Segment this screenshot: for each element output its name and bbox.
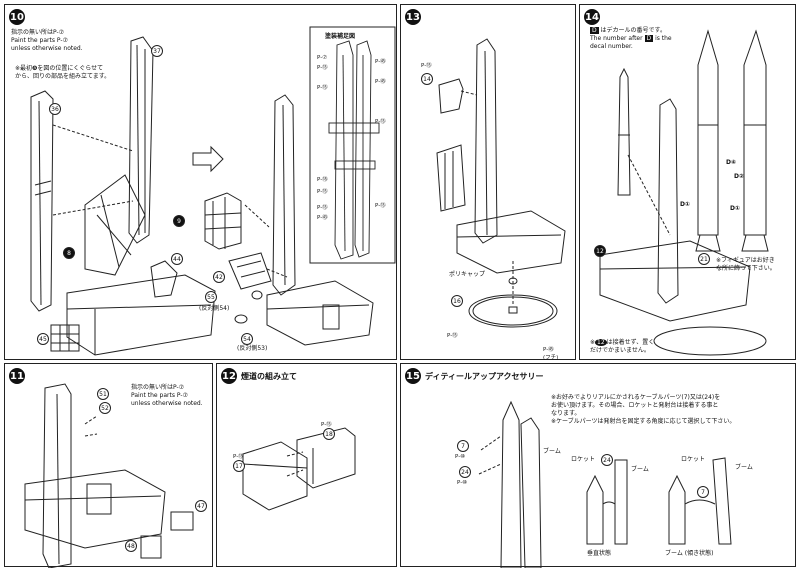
figure-note: ※フィギュアはお好きな所に飾って下さい。 bbox=[716, 257, 776, 272]
step-14-panel: 14 D はデカールの番号です。 The number after D is t… bbox=[579, 4, 796, 360]
detail-ref-3: P-㊺ bbox=[375, 59, 386, 65]
step-15-ref-1: P-⑩ bbox=[455, 454, 466, 460]
detail-ref-1: P-⑦ bbox=[317, 55, 328, 61]
boom-label-main: ブーム bbox=[543, 448, 561, 455]
part-54-note: (反対側53) bbox=[237, 345, 268, 352]
fuchi-label: (フチ) bbox=[543, 355, 559, 361]
step-11-panel: 11 指示の無い所はP-⑦ Paint the parts P-⑦ unless… bbox=[4, 363, 213, 568]
part-24-detail: 24 bbox=[601, 454, 613, 466]
detail-ref-8: P-⑮ bbox=[317, 189, 328, 195]
part-24-callout: 24 bbox=[459, 466, 471, 478]
boom-label-1: ブーム bbox=[631, 466, 649, 473]
part-8-callout: 8 bbox=[63, 247, 75, 259]
step-12-ref-2: P-⑬ bbox=[233, 454, 244, 460]
part-7-detail: 7 bbox=[697, 486, 709, 498]
step-11-drawing bbox=[24, 383, 194, 568]
detail-ref-2: P-⑬ bbox=[317, 65, 328, 71]
rocket-label-2: ロケット bbox=[681, 456, 706, 463]
step-11-number: 11 bbox=[9, 368, 25, 384]
part-37-callout: 37 bbox=[151, 45, 163, 57]
fuchi-ref: P-㊺ bbox=[543, 347, 554, 353]
part-51-callout: 51 bbox=[97, 388, 109, 400]
step-15-panel: 15 ディティールアップアクセサリー ※お好みでよりリアルにかされるケーブルパー… bbox=[400, 363, 796, 568]
detail-ref-9: P-⑬ bbox=[317, 205, 328, 211]
step-12-ref-1: P-⑬ bbox=[321, 422, 332, 428]
rocket-label-1: ロケット bbox=[571, 456, 596, 463]
boom-label-2: ブーム bbox=[735, 464, 753, 471]
step-12-panel: 12 煙道の組み立て P-⑬ 18 P-⑬ 17 bbox=[216, 363, 397, 567]
part-17-callout: 17 bbox=[233, 460, 245, 472]
step-10-drawing bbox=[30, 26, 396, 356]
step-10-order-note: ※最初❽を図の位置にくぐらせてから、回りの部品を組み立てます。 bbox=[15, 65, 111, 80]
detail-ref-5: P-㊺ bbox=[375, 79, 386, 85]
tilted-state-label: ブーム (傾き状態) bbox=[665, 550, 714, 557]
part-45-callout: 45 bbox=[37, 333, 49, 345]
part-21-callout: 21 bbox=[698, 253, 710, 265]
part-55-note: (反対側54) bbox=[199, 305, 230, 312]
decal-d1-left: D① bbox=[680, 201, 691, 208]
vertical-state-label: 垂直状態 bbox=[587, 550, 612, 557]
cable-note: ※お好みでよりリアルにかされるケーブルパーツ(7)又は(24)を お使い頂けます… bbox=[551, 394, 736, 425]
part-55-callout: 55 bbox=[205, 291, 217, 303]
part-12-callout: 12 bbox=[594, 245, 606, 257]
polycap-label: ポリキャップ bbox=[449, 271, 486, 278]
detail-ref-7: P-⑱ bbox=[317, 177, 328, 183]
part-48-callout: 48 bbox=[125, 540, 137, 552]
step-13-number: 13 bbox=[405, 9, 421, 25]
part-7-callout: 7 bbox=[457, 440, 469, 452]
step-10-panel: 10 指示の無い所はP-⑦ Paint the parts P-⑦ unless… bbox=[4, 4, 397, 360]
step-15-number: 15 bbox=[405, 368, 421, 384]
part-52-callout: 52 bbox=[99, 402, 111, 414]
step-13-ref-1: P-⑮ bbox=[421, 63, 432, 69]
decal-d1-right: D① bbox=[730, 205, 741, 212]
detail-ref-10: P-㊸ bbox=[317, 215, 328, 221]
part-14-callout: 14 bbox=[421, 73, 433, 85]
step-12-title: 煙道の組み立て bbox=[241, 372, 297, 381]
part-36-callout: 36 bbox=[49, 103, 61, 115]
part-9-callout: 9 bbox=[173, 215, 185, 227]
step-15-ref-2: P-⑩ bbox=[457, 480, 468, 486]
decal-d4: D④ bbox=[726, 159, 737, 166]
step-14-number: 14 bbox=[584, 9, 600, 25]
step-12-number: 12 bbox=[221, 368, 237, 384]
detail-ref-4: P-⑮ bbox=[317, 85, 328, 91]
step-14-drawing bbox=[599, 29, 769, 356]
decal-note: D はデカールの番号です。 The number after D is the … bbox=[590, 27, 672, 50]
step-15-title: ディティールアップアクセサリー bbox=[425, 372, 544, 381]
part-54-callout: 54 bbox=[241, 333, 253, 345]
step-13-drawing bbox=[436, 38, 566, 328]
step-15-drawing bbox=[478, 400, 732, 568]
detail-inset-title: 塗装補足図 bbox=[325, 33, 356, 40]
step-10-number: 10 bbox=[9, 9, 25, 25]
part-47-callout: 47 bbox=[195, 500, 207, 512]
step-13-ref-2: P-⑮ bbox=[447, 333, 458, 339]
step-10-paint-note: 指示の無い所はP-⑦ Paint the parts P-⑦ unless ot… bbox=[11, 29, 83, 52]
part-44-callout: 44 bbox=[171, 253, 183, 265]
part-42-callout: 42 bbox=[213, 271, 225, 283]
part-18-callout: 18 bbox=[323, 428, 335, 440]
detail-ref-6: P-⑬ bbox=[375, 119, 386, 125]
step-12-drawing bbox=[242, 427, 356, 511]
step-13-panel: 13 P-⑮ 14 ポリキャップ 16 P-⑮ P-㊺ (フチ) bbox=[400, 4, 576, 361]
detail-ref-11: P-⑬ bbox=[375, 203, 386, 209]
decal-d2: D② bbox=[734, 173, 745, 180]
step-11-paint-note: 指示の無い所はP-⑦ Paint the parts P-⑦ unless ot… bbox=[131, 384, 203, 407]
part-16-callout: 16 bbox=[451, 295, 463, 307]
